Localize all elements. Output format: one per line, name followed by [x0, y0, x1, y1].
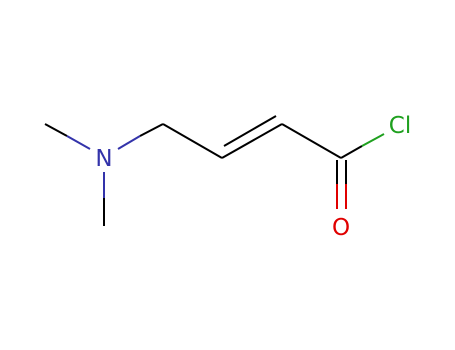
bond-double-ch-ch-inner	[223, 115, 277, 147]
bond-methyl1-n-outer	[44, 123, 68, 137]
atom-label-nitrogen: N	[95, 146, 112, 172]
atom-label-oxygen: O	[332, 215, 350, 241]
bond-n-ch2	[117, 123, 164, 150]
bond-ch2-ch	[162, 123, 223, 159]
bond-methyl1-n-inner	[66, 135, 91, 150]
bond-double-ch-ch	[221, 115, 283, 159]
bond-c-cl-outer	[340, 145, 363, 159]
bond-ch-carbonyl	[281, 123, 342, 159]
bond-n-ch2-inner	[117, 135, 141, 150]
bond-double-ch-ch-main	[221, 123, 283, 159]
bond-c-cl-inner	[361, 133, 385, 147]
bond-methyl1-n	[44, 123, 91, 150]
bond-c-cl	[340, 133, 385, 159]
bond-double-c-o	[336, 160, 347, 209]
atom-label-chlorine: Cl	[389, 113, 411, 139]
bond-n-ch2-outer	[139, 123, 164, 137]
